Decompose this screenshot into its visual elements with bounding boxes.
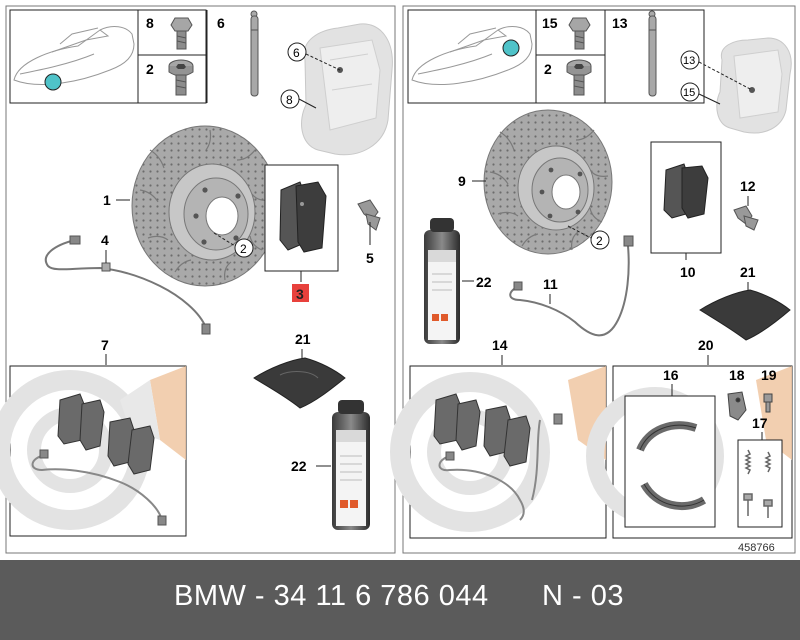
- spring-kit-box: [737, 439, 783, 528]
- kit-wear-sensor-icon: [438, 413, 563, 521]
- label-2: 2: [544, 61, 552, 77]
- wear-sensor-icon: [45, 235, 211, 335]
- label-13-box: 13: [612, 15, 628, 31]
- hex-socket-screw-icon: [566, 59, 592, 96]
- spray-can-icon: [424, 218, 460, 344]
- kit-brake-pads-icon: [433, 393, 531, 467]
- adjuster-icon: [727, 391, 747, 421]
- diagram-number: 458766: [738, 542, 775, 554]
- label-21-right: 21: [740, 264, 756, 280]
- label-9: 9: [458, 173, 466, 189]
- spray-can-icon: [332, 400, 370, 530]
- label-3: 3: [296, 286, 304, 302]
- small-bolt-icon: [763, 393, 773, 413]
- label-15: 15: [542, 15, 558, 31]
- label-6-box: 6: [217, 15, 225, 31]
- kit-wear-sensor-icon: [31, 449, 167, 526]
- label-5: 5: [366, 250, 374, 266]
- parts-diagram-svg: 8 2 6 6: [0, 5, 796, 554]
- spring-clip-icon: [733, 205, 759, 231]
- left-panel-frame: [5, 5, 396, 554]
- part-number: BMW - 34 11 6 786 044: [174, 580, 489, 612]
- right-panel: 15 2 13 13 15: [390, 5, 796, 554]
- label-15-caliper: 15: [683, 87, 695, 99]
- brake-caliper-icon: [716, 37, 792, 134]
- label-17: 17: [752, 415, 768, 431]
- label-21-left: 21: [295, 331, 311, 347]
- label-2-disc: 2: [596, 234, 603, 248]
- car-outline-icon: [411, 26, 533, 85]
- label-6-caliper: 6: [293, 46, 300, 60]
- spring-clip-icon: [357, 199, 381, 231]
- guide-pin-icon: [250, 10, 259, 97]
- right-panel-frame: [402, 5, 796, 554]
- position-marker-icon: [44, 73, 62, 91]
- brake-caliper-icon: [301, 23, 393, 156]
- label-22-right: 22: [476, 274, 492, 290]
- label-14: 14: [492, 337, 508, 353]
- label-22-left: 22: [291, 458, 307, 474]
- position-marker-icon: [502, 39, 520, 57]
- label-20: 20: [698, 337, 714, 353]
- brake-disc-icon: [483, 109, 613, 255]
- springs-icon: [743, 449, 773, 518]
- label-16: 16: [663, 367, 679, 383]
- grease-sachet-icon: [699, 289, 791, 341]
- label-1: 1: [103, 192, 111, 208]
- brake-disc-icon: [131, 125, 279, 287]
- label-13-caliper: 13: [683, 55, 695, 67]
- guide-pin-icon: [648, 10, 657, 97]
- brake-pads-icon: [279, 181, 327, 253]
- label-18: 18: [729, 367, 745, 383]
- label-19: 19: [761, 367, 777, 383]
- left-panel: 8 2 6 6: [0, 5, 396, 554]
- wear-sensor-icon: [509, 235, 634, 337]
- bolt-icon: [170, 17, 193, 50]
- label-2-disc: 2: [240, 242, 247, 256]
- parts-diagram: 8 2 6 6: [0, 5, 796, 554]
- bolt-icon: [568, 17, 591, 50]
- label-11: 11: [543, 276, 558, 292]
- footer-bar: BMW - 34 11 6 786 044 N - 03: [0, 560, 800, 640]
- pads-highlight-badge: [292, 284, 309, 302]
- grease-sachet-icon: [253, 357, 346, 409]
- label-7: 7: [101, 337, 109, 353]
- kit-brake-pads-icon: [57, 393, 155, 475]
- hex-socket-screw-icon: [168, 59, 194, 96]
- label-12: 12: [740, 178, 756, 194]
- revision-code: N - 03: [542, 580, 624, 612]
- label-2: 2: [146, 61, 154, 77]
- label-8: 8: [146, 15, 154, 31]
- car-outline-icon: [13, 26, 135, 85]
- label-10: 10: [680, 264, 696, 280]
- label-8-caliper: 8: [286, 93, 293, 107]
- brake-pads-icon: [663, 163, 709, 219]
- label-4: 4: [101, 232, 109, 248]
